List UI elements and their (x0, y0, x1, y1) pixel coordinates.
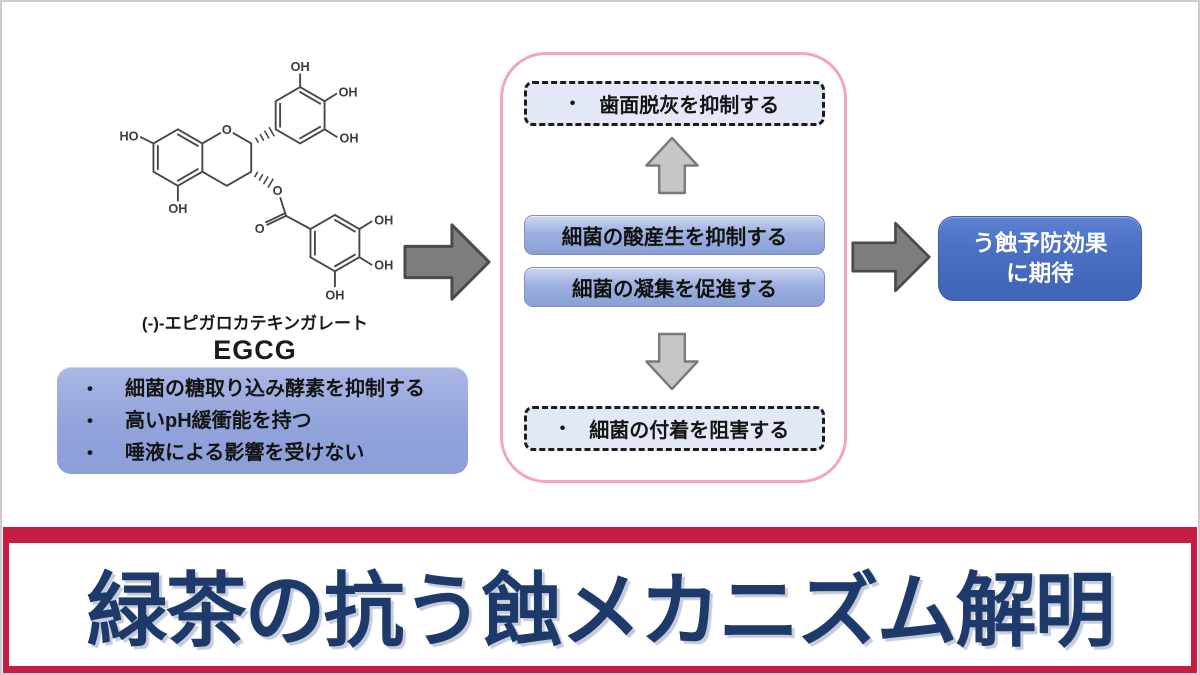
property-text: 唾液による影響を受けない (125, 441, 365, 464)
property-item: • 細菌の糖取り込み酵素を抑制する (87, 373, 454, 405)
action-acid-suppression-box: 細菌の酸産生を抑制する (524, 215, 825, 255)
arrow-down-icon (645, 332, 699, 391)
action-aggregation-box: 細菌の凝集を促進する (524, 267, 825, 307)
bullet-icon: • (569, 94, 576, 112)
flow-arrow-right-icon (851, 221, 931, 293)
action-text: 細菌の酸産生を抑制する (561, 226, 788, 249)
flow-arrow-left-icon (403, 223, 491, 301)
atom-label-oh: OH (168, 202, 187, 216)
atom-label-o: O (273, 184, 283, 198)
egcg-properties-box: • 細菌の糖取り込み酵素を抑制する • 高いpH緩衝能を持つ • 唾液による影響… (57, 367, 468, 474)
headline-inner-panel: 緑茶の抗う蝕メカニズム解明 (9, 543, 1191, 666)
bullet-icon: • (87, 442, 93, 462)
mechanism-panel: • 歯面脱灰を抑制する 細菌の酸産生を抑制する 細菌の凝集を促進する • 細菌の… (500, 52, 847, 483)
atom-label-o: O (222, 123, 232, 137)
atom-label-ho: HO (119, 130, 138, 144)
bullet-icon: • (87, 410, 93, 430)
outcome-line2: に期待 (1006, 260, 1074, 286)
headline-banner: 緑茶の抗う蝕メカニズム解明 (3, 527, 1197, 673)
molecule-abbreviation-label: EGCG (213, 335, 297, 365)
property-item: • 唾液による影響を受けない (87, 437, 454, 469)
effect-text: 歯面脱灰を抑制する (599, 95, 780, 117)
atom-label-oh: OH (339, 85, 358, 99)
outcome-line1: う蝕予防効果 (972, 230, 1108, 256)
bullet-icon: • (87, 378, 93, 398)
atom-label-o: O (255, 222, 265, 236)
bullet-icon: • (559, 419, 566, 437)
property-text: 高いpH緩衝能を持つ (125, 409, 312, 432)
property-text: 細菌の糖取り込み酵素を抑制する (125, 377, 425, 400)
effect-text: 細菌の付着を阻害する (589, 420, 790, 442)
effect-adhesion-inhibition-box: • 細菌の付着を阻害する (524, 406, 825, 451)
outcome-box: う蝕予防効果 に期待 (938, 216, 1142, 301)
atom-label-oh: OH (291, 60, 310, 74)
atom-label-oh: OH (374, 213, 393, 227)
property-item: • 高いpH緩衝能を持つ (87, 405, 454, 437)
effect-demineralization-box: • 歯面脱灰を抑制する (524, 81, 825, 126)
atom-label-oh: OH (325, 289, 344, 303)
egcg-structure-diagram: HO OH O OH OH OH O O OH OH OH (117, 58, 396, 305)
page-title: 緑茶の抗う蝕メカニズム解明 (86, 567, 1115, 657)
molecule-name-label: (-)-エピガロカテキンガレート (141, 314, 369, 333)
atom-label-oh: OH (340, 132, 359, 146)
action-text: 細菌の凝集を促進する (572, 278, 777, 301)
molecule-figure: HO OH O OH OH OH O O OH OH OH (-)-エピガロカテ… (98, 56, 412, 366)
atom-label-oh: OH (374, 258, 393, 272)
arrow-up-icon (645, 136, 699, 195)
